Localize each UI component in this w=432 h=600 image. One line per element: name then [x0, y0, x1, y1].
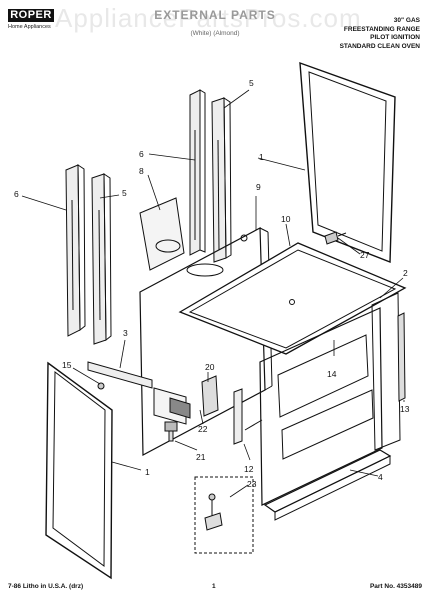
part-bottom-trim-left	[87, 361, 191, 425]
callout-label: 2	[403, 268, 408, 278]
detail-box	[194, 476, 254, 554]
callout-label: 9	[256, 182, 261, 192]
footer-page-number: 1	[212, 583, 216, 590]
part-kick-plate	[263, 449, 392, 521]
callout-label: 5	[122, 188, 127, 198]
colors-line: (White) (Almond)	[190, 30, 240, 37]
footer-litho: 7-86 Litho in U.S.A. (drz)	[8, 583, 84, 590]
callout-label: 21	[196, 452, 206, 462]
callout-label: 6	[14, 189, 19, 199]
callout-label: 27	[360, 250, 370, 260]
part-leg-12	[233, 388, 263, 445]
callout-label: 1	[145, 467, 150, 477]
callout-label: 13	[400, 404, 410, 414]
description-line: PILOT IGNITION	[370, 34, 420, 41]
callout-label: 1	[259, 152, 264, 162]
brand-logo: ROPER	[8, 9, 54, 22]
callout-label: 22	[198, 424, 208, 434]
part-bracket	[139, 197, 185, 271]
part-front-panel	[259, 307, 383, 506]
callout-label: 23	[247, 479, 257, 489]
callout-label: 10	[281, 214, 291, 224]
footer-part-number: Part No. 4353489	[369, 583, 422, 590]
page-title: EXTERNAL PARTS	[154, 8, 276, 22]
part-screw-15	[97, 382, 105, 390]
product-description: 30" GAS FREESTANDING RANGE PILOT IGNITIO…	[340, 17, 420, 51]
brand-tagline: Home Appliances	[8, 24, 51, 30]
part-trim-strip	[397, 312, 406, 402]
callout-label: 6	[139, 149, 144, 159]
callout-label: 4	[378, 472, 383, 482]
part-door-frame-upper	[299, 61, 396, 264]
watermark: AppliancePartsPros.com	[55, 3, 362, 33]
part-right-side-panel	[371, 292, 401, 451]
callout-label: 14	[327, 369, 337, 379]
description-line: FREESTANDING RANGE	[343, 25, 420, 33]
description-line: STANDARD CLEAN OVEN	[339, 42, 420, 50]
leader-lines	[21, 89, 405, 498]
callout-label: 5	[249, 78, 254, 88]
callout-labels: 1 5 6 8 5 9 1 10 27 6 2 3 14 15 20 13 22…	[14, 78, 410, 489]
callout-label: 12	[244, 464, 254, 474]
part-leg-21	[164, 421, 178, 442]
callout-label: 8	[139, 166, 144, 176]
part-screw	[324, 231, 347, 245]
part-bracket-20	[201, 375, 219, 417]
description-line: 30" GAS	[393, 17, 420, 24]
callout-label: 15	[62, 360, 72, 370]
part-cooktop	[178, 242, 407, 355]
part-side-trim-left	[65, 164, 112, 345]
part-side-trim-upper	[189, 89, 232, 263]
callout-label: 20	[205, 362, 215, 372]
callout-label: 3	[123, 328, 128, 338]
part-door-frame-lower	[45, 361, 113, 580]
